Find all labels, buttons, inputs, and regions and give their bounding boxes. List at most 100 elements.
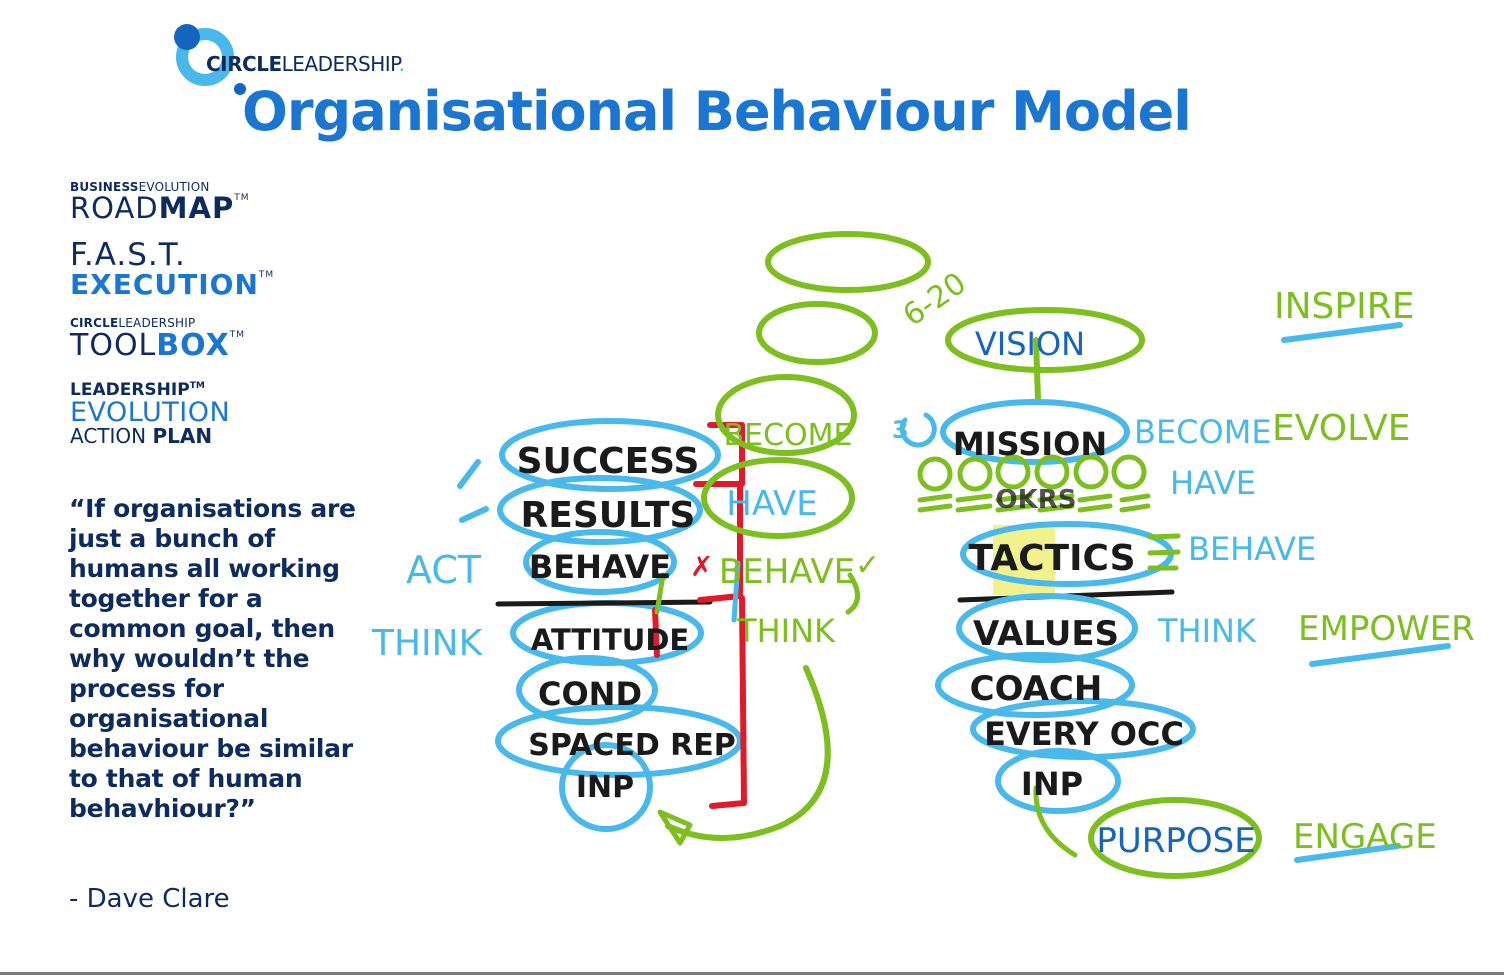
check-mark-icon: ✓ [855,548,880,583]
far-right-label-inspire: INSPIRE [1274,286,1414,327]
toolbox-tm: TM [229,330,245,340]
left-ellipse-spaced-rep [495,704,743,778]
toolbox-big-strong: BOX [156,328,230,363]
execution-tm: TM [258,270,275,280]
far-right-label-evolve: EVOLVE [1272,408,1411,449]
okr-circle [995,454,1031,490]
red-strike [652,607,660,658]
empower-underline [1309,643,1451,667]
right-item-inp: INP [1021,765,1083,803]
circle-logo-small-dot-icon [234,83,246,95]
left-ellipse-success [499,418,721,492]
okr-dashes [917,493,1151,513]
green-ellipse-have [701,457,855,539]
left-item-behave: BEHAVE [529,548,671,586]
roadmap-big-strong: MAP [158,191,235,225]
brand-dot: . [398,52,405,76]
purpose-connector [1033,785,1078,858]
toolbox-big-light: TOOL [70,328,157,363]
right-item-mission: MISSION [953,425,1107,463]
step-number: 3 [892,416,909,444]
right-label-become: BECOME [1134,413,1272,451]
right-item-purpose: PURPOSE [1096,821,1255,861]
right-label-behave: BEHAVE [1188,530,1316,568]
far-right-label-engage: ENGAGE [1293,817,1437,857]
right-ellipse-mission [940,399,1130,465]
engage-underline [1294,843,1401,863]
green-ellipse-empty-1 [765,231,931,293]
right-ellipse-coach [935,652,1135,718]
right-item-coach: COACH [970,669,1103,709]
left-circle-inp [559,742,653,832]
left-ellipse-results [497,475,703,545]
evolution-line: EVOLUTION [70,397,231,428]
left-label-act: ACT [406,548,482,592]
execution-line: EXECUTION [70,268,259,301]
left-ellipse-behave [523,529,677,595]
toolbox-small-light: LEADERSHIP [118,316,196,330]
red-bracket-bottom [709,595,747,809]
leadership-evolution-logo: LEADERSHIPTM EVOLUTION ACTION PLAN [70,380,231,448]
tactics-dashes [1147,533,1181,571]
green-arrowhead-icon [657,809,693,846]
fast-line: F.A.S.T. [70,237,186,273]
right-label-have: HAVE [1170,464,1256,502]
okr-circles [917,454,1151,513]
left-label-think: THINK [371,623,484,664]
left-item-cond: COND [538,675,642,713]
right-ellipse-purpose [1088,797,1262,879]
green-return-arrow [665,665,831,841]
blue-stroke-have [731,560,741,623]
right-ellipse-vision [945,307,1145,373]
quote-author: - Dave Clare [69,884,230,914]
right-item-okrs: OKRS [996,485,1077,515]
toolbox-logo: CIRCLELEADERSHIP TOOLBOXTM [70,317,245,361]
inspire-underline [1281,322,1403,343]
page-title: Organisational Behaviour Model [242,80,1192,143]
roadmap-logo: BUSINESSEVOLUTION ROADMAPTM [70,181,249,223]
okr-circle [1111,454,1147,490]
okr-circle [1034,454,1070,490]
okr-circle [957,456,993,492]
left-ellipse-cond [516,655,658,725]
middle-label-behave: BEHAVE [719,552,855,592]
left-item-spaced-rep: SPACED REP [528,728,736,763]
right-ellipse-values [956,593,1138,663]
left-item-success: SUCCESS [517,441,700,482]
right-item-vision: VISION [975,325,1085,363]
roadmap-small-bold: BUSINESS [70,180,139,194]
green-ellipse-empty-2 [756,301,878,365]
green-stroke-behave [654,572,666,615]
middle-label-become: BECOME [724,418,853,453]
roadmap-tm: TM [234,193,250,203]
roadmap-big-light: ROAD [70,191,159,225]
left-dash-2 [459,506,489,523]
cross-mark-icon: ✗ [690,550,713,583]
left-item-inp: INP [576,770,634,805]
right-item-every-occ: EVERY OCC [984,715,1184,753]
okr-circle [1073,454,1109,490]
middle-label-have: HAVE [726,484,817,524]
leadership-line: LEADERSHIP [70,380,190,400]
okr-circle [917,456,953,492]
middle-label-think: THINK [736,612,836,650]
fast-execution-logo: F.A.S.T. EXECUTIONTM [70,240,274,299]
right-ellipse-every-occ [970,698,1196,760]
circle-logo-dot-icon [174,24,200,50]
plan-word: PLAN [152,424,213,448]
left-dash-1 [457,459,481,489]
right-item-tactics: TACTICS [968,538,1135,579]
right-item-values: VALUES [973,614,1119,654]
brand-wordmark: CIRCLELEADERSHIP. [206,52,405,76]
brand-light: LEADERSHIP [281,52,399,76]
brand-bold: CIRCLE [206,52,282,76]
left-item-results: RESULTS [521,495,696,536]
left-divider-line [495,599,713,607]
red-bracket-top [693,422,745,487]
vision-connector [1033,337,1041,403]
leadership-tm: TM [189,381,205,391]
bottom-divider [0,972,1504,975]
step-number-circle [899,412,937,448]
roadmap-small-light: EVOLUTION [138,180,210,194]
